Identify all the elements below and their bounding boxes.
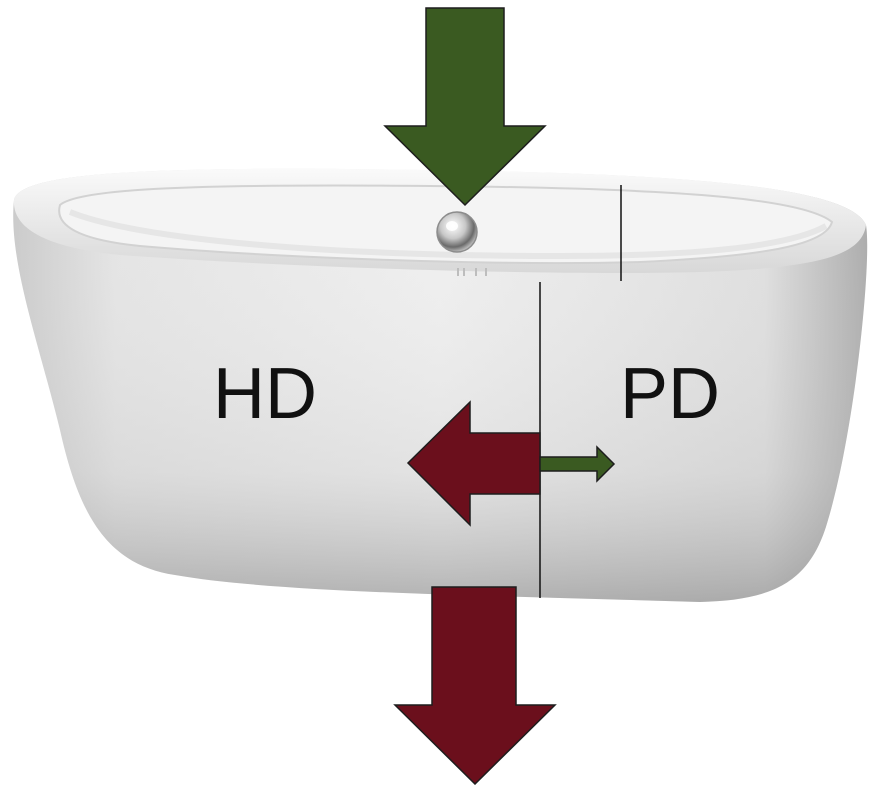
- drain-icon: [437, 212, 477, 252]
- label-hd: HD: [213, 354, 317, 434]
- label-pd: PD: [620, 354, 720, 434]
- outflow-arrow-down: [395, 587, 555, 784]
- bathtub-icon: [13, 169, 867, 602]
